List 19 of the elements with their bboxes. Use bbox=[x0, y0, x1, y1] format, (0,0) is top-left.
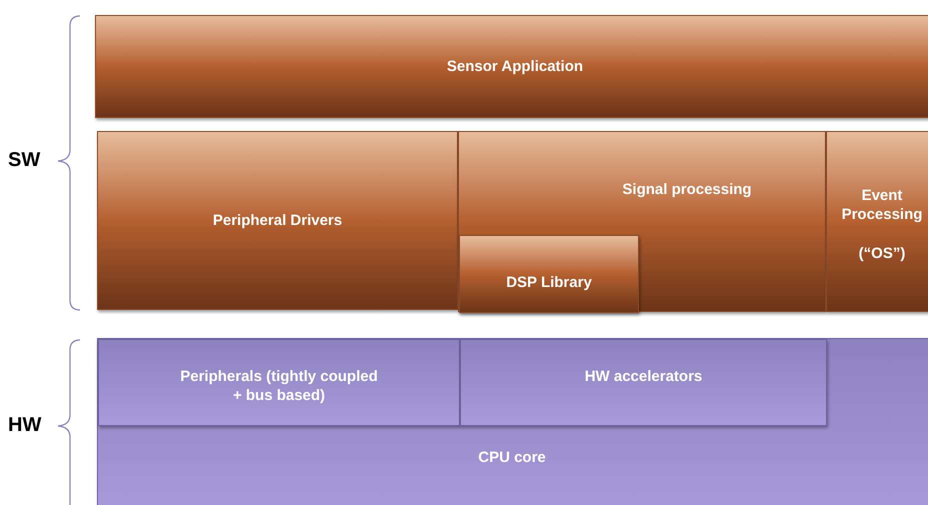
layer-label: Event Processing bbox=[840, 186, 924, 224]
layer-box bbox=[98, 339, 460, 426]
layer-box bbox=[460, 339, 827, 426]
layer-group-label: HW bbox=[8, 413, 42, 437]
layer-box bbox=[95, 15, 928, 118]
layer-group-label: SW bbox=[8, 148, 40, 172]
layer-label: CPU core bbox=[478, 448, 546, 467]
layer-label: Sensor Application bbox=[446, 57, 584, 76]
layer-label: (“OS”) bbox=[858, 244, 906, 263]
layer-label: HW accelerators bbox=[584, 367, 702, 386]
layer-box bbox=[458, 131, 826, 312]
layer-label: DSP Library bbox=[506, 272, 592, 292]
layer-label: Peripheral Drivers bbox=[212, 211, 342, 230]
layer-label: Signal processing bbox=[622, 180, 752, 199]
layer-box bbox=[97, 131, 458, 310]
layer-box bbox=[459, 235, 639, 313]
layer-box bbox=[826, 131, 928, 312]
layer-box bbox=[97, 338, 928, 505]
layer-label: Peripherals (tightly coupled + bus based) bbox=[179, 367, 379, 405]
